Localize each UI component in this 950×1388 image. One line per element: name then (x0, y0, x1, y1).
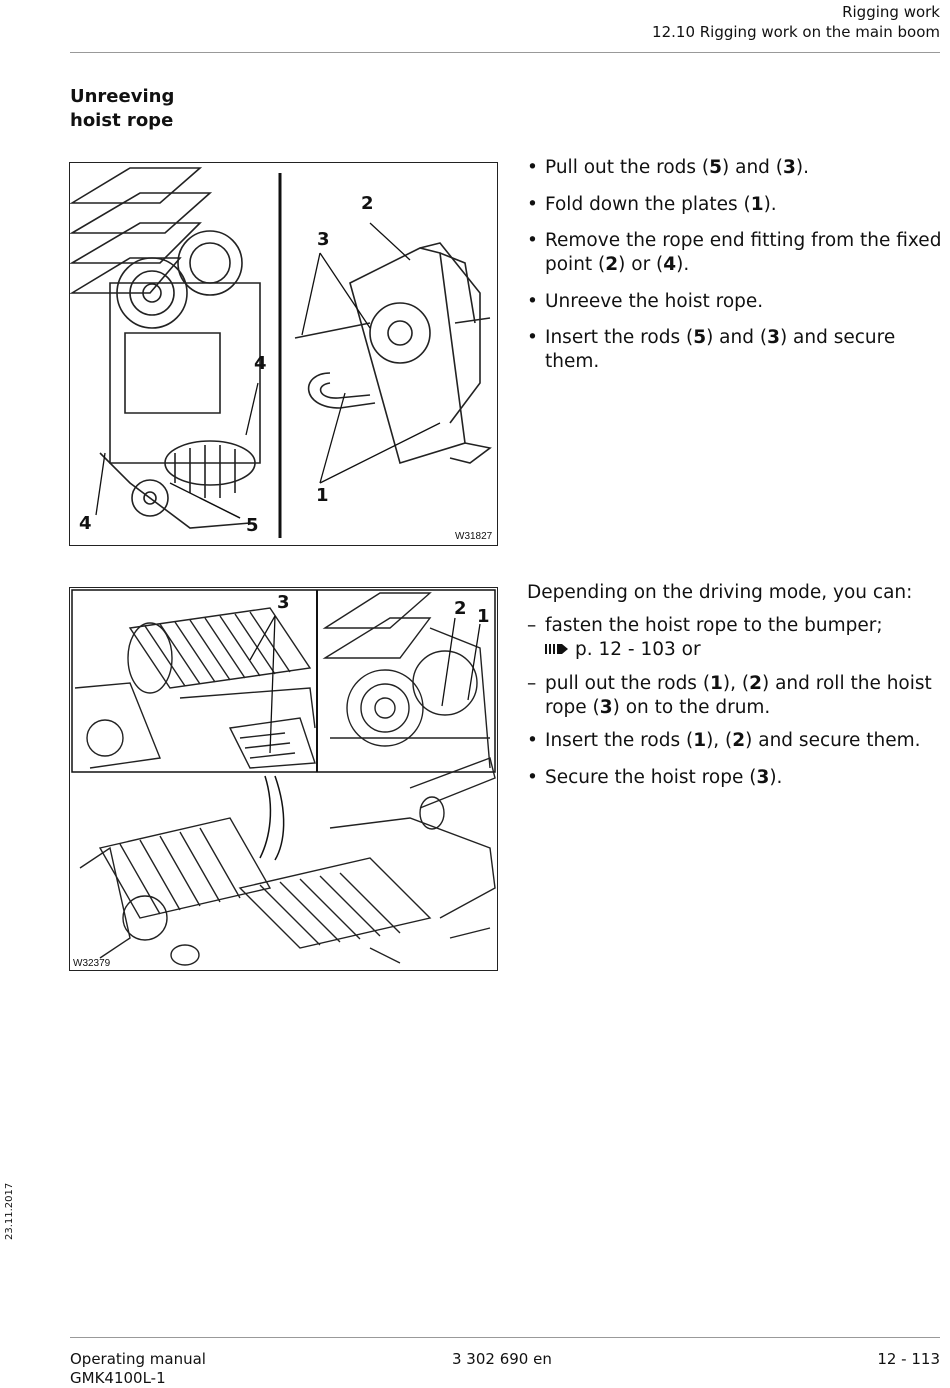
bullet-marker: • (527, 193, 538, 215)
step-item: •Insert the rods (1), (2) and secure the… (527, 730, 921, 751)
step-item: •Fold down the plates (1). (527, 193, 777, 215)
step-item: •Insert the rods (5) and (3) and secure … (527, 327, 896, 372)
bullet-marker: • (527, 290, 538, 312)
arrow-ref-icon (545, 639, 569, 663)
page-title: Unreeving hoist rope (70, 85, 174, 133)
figure-unreeving: 2 3 4 1 4 5 W31827 (69, 162, 498, 546)
step-item: •Unreeve the hoist rope. (527, 290, 764, 312)
step-item: •Pull out the rods (5) and (3). (527, 157, 810, 178)
dash-marker: – (527, 673, 537, 694)
header-rule (70, 52, 940, 53)
dash-marker: – (527, 615, 537, 636)
step-list-unreeving: •Pull out the rods (5) and (3). •Fold do… (527, 156, 942, 387)
figure-unreeving-drawing (70, 167, 492, 538)
figure-unreeving-callout-2: 2 (361, 193, 374, 214)
header-section: 12.10 Rigging work on the main boom (652, 23, 940, 41)
figure-unreeving-id: W31827 (455, 531, 493, 542)
bullet-marker: • (527, 327, 538, 348)
option-item: –pull out the rods (1), (2) and roll the… (527, 673, 932, 718)
figure-rope-on-drum-callout-2: 2 (454, 598, 467, 619)
bullet-marker: • (527, 157, 538, 178)
figure-rope-on-drum-callout-1: 1 (477, 606, 490, 627)
footer-doc-number: 3 302 690 en (452, 1350, 552, 1368)
footer-rule (70, 1337, 940, 1338)
figure-rope-on-drum-callout-3: 3 (277, 592, 290, 613)
page-title-line-1: Unreeving (70, 86, 175, 107)
footer-page-number: 12 - 113 (877, 1350, 940, 1368)
page-reference[interactable]: p. 12 - 103 or (545, 639, 701, 660)
page-title-line-2: hoist rope (70, 110, 174, 131)
figure-unreeving-callout-4-lower: 4 (79, 513, 92, 534)
step-list-options: –fasten the hoist rope to the bumper; p.… (527, 614, 942, 802)
figure-unreeving-callout-5: 5 (246, 515, 259, 536)
footer-manual-title: Operating manual (70, 1350, 206, 1368)
figure-rope-on-drum-drawing (71, 589, 496, 966)
options-intro: Depending on the driving mode, you can: (527, 582, 913, 603)
header-chapter: Rigging work (842, 3, 940, 21)
bullet-marker: • (527, 730, 538, 751)
figure-rope-on-drum: 3 2 1 W32379 (69, 587, 498, 971)
bullet-marker: • (527, 230, 538, 251)
figure-unreeving-callout-1: 1 (316, 485, 329, 506)
figure-rope-on-drum-id: W32379 (73, 958, 111, 969)
footer-model: GMK4100L-1 (70, 1369, 166, 1387)
step-item: •Secure the hoist rope (3). (527, 766, 783, 788)
side-date: 23.11.2017 (4, 1182, 15, 1240)
step-item: •Remove the rope end fitting from the fi… (527, 230, 942, 275)
figure-unreeving-callout-4-upper: 4 (254, 353, 267, 374)
bullet-marker: • (527, 766, 538, 788)
figure-unreeving-callout-3: 3 (317, 229, 330, 250)
footer-manual: Operating manual GMK4100L-1 (70, 1350, 206, 1388)
option-item: –fasten the hoist rope to the bumper; p.… (527, 614, 942, 663)
